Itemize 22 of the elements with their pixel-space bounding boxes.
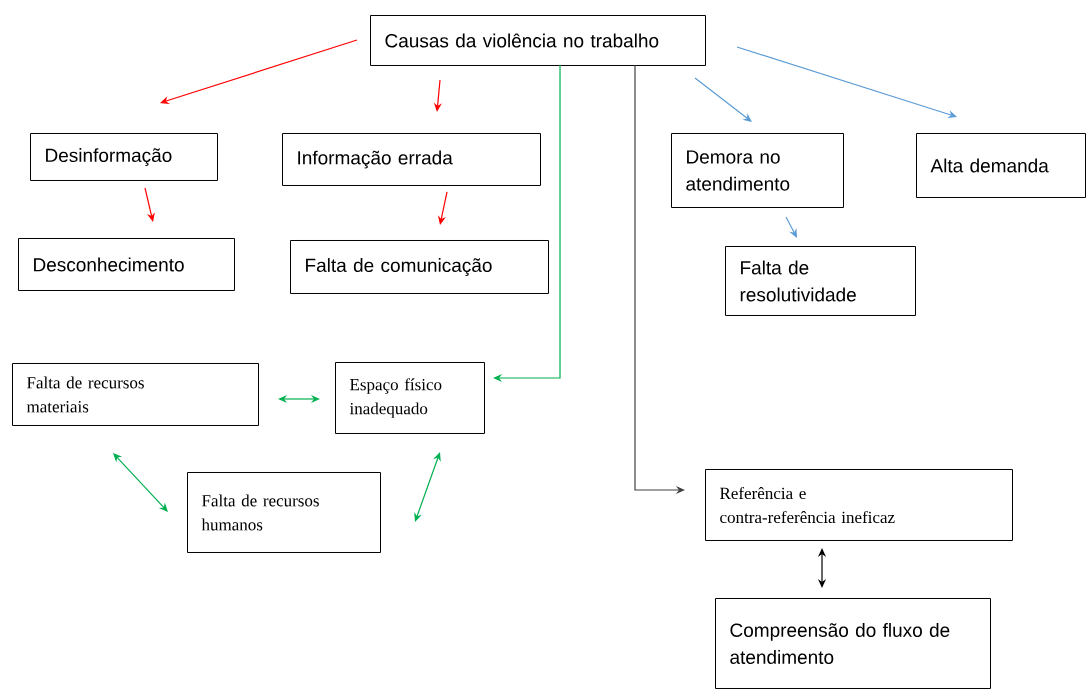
- text-box: Demora no atendimento: [671, 133, 844, 208]
- text-box: Desconhecimento: [18, 238, 235, 291]
- text-box: Causas da violência no trabalho: [370, 15, 706, 66]
- arrow: [493, 64, 561, 383]
- text-box: Falta de recursos humanos: [187, 472, 381, 553]
- text-box: Falta de recursos materiais: [12, 363, 259, 426]
- arrow: [414, 452, 441, 522]
- text-box: Compreensão do fluxo de atendimento: [715, 598, 991, 689]
- text-box: Falta de comunicação: [290, 240, 549, 294]
- text-box: Desinformação: [30, 133, 218, 181]
- text-box: Referência e contra-referência ineficaz: [705, 469, 1013, 541]
- text-box: Alta demanda: [916, 133, 1086, 198]
- arrow: [785, 216, 797, 238]
- arrow: [113, 453, 168, 512]
- arrow: [694, 77, 752, 122]
- text-box: Informação errada: [282, 133, 541, 186]
- text-box: Falta de resolutividade: [725, 246, 916, 316]
- arrow: [278, 394, 320, 404]
- arrow: [817, 548, 827, 588]
- text-box: Espaço físico inadequado: [335, 362, 485, 434]
- arrow: [160, 39, 358, 105]
- arrow: [144, 187, 155, 222]
